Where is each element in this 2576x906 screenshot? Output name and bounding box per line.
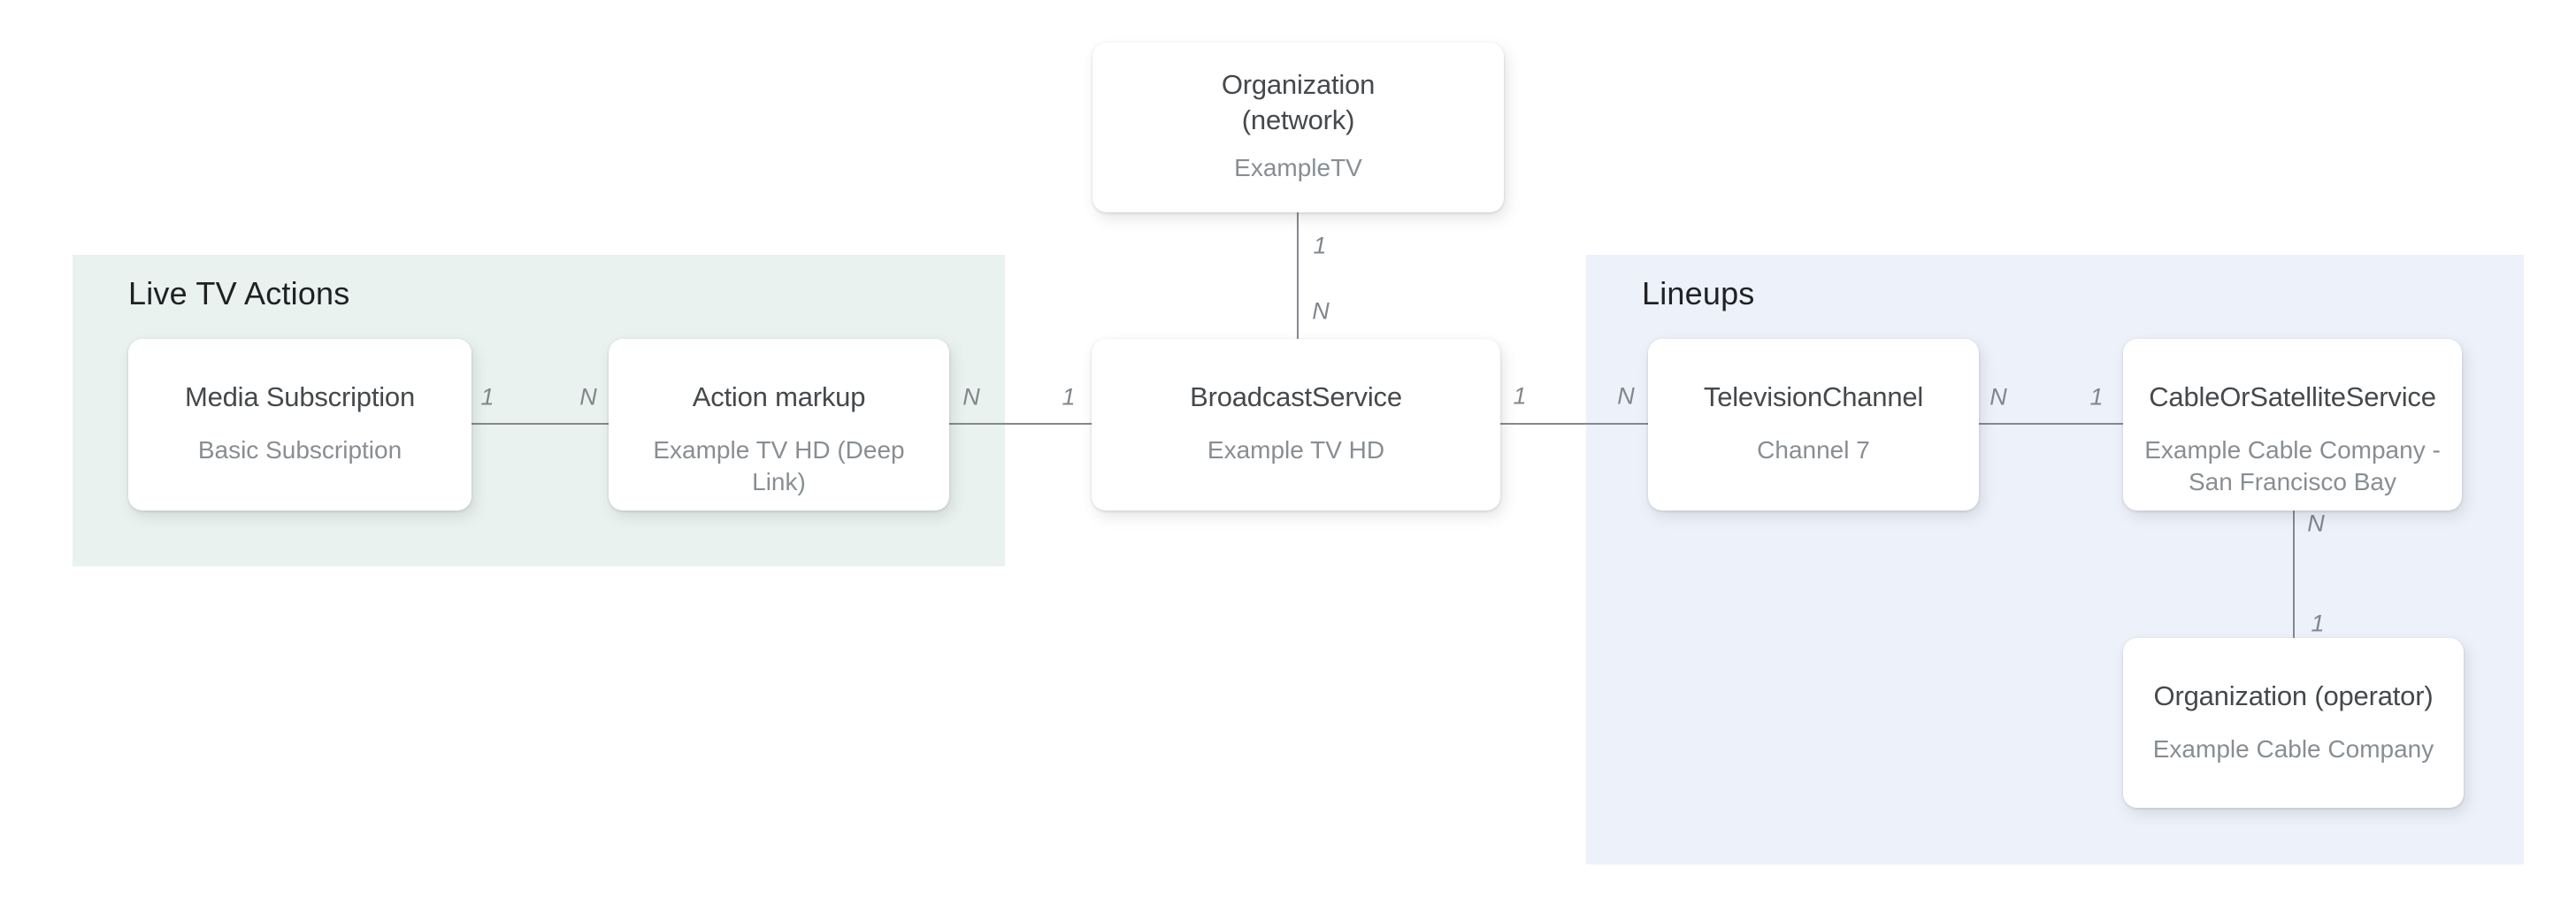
cardinality-label: N: [2307, 510, 2325, 537]
node-cable-or-satellite-service: CableOrSatelliteService Example Cable Co…: [2123, 339, 2462, 511]
node-title: Media Subscription: [184, 381, 416, 412]
cardinality-label: N: [1990, 383, 2007, 411]
region-lineups-title: Lineups: [1642, 275, 1755, 311]
node-subtitle: Channel 7: [1757, 436, 1870, 464]
connector-media-to-action: [472, 423, 609, 425]
connector-action-to-broadcast: [949, 423, 1092, 425]
node-title: CableOrSatelliteService: [2149, 381, 2436, 412]
node-media-subscription: Media Subscription Basic Subscription: [128, 339, 472, 511]
node-organization-network: Organization (network) ExampleTV: [1092, 42, 1504, 212]
cardinality-label: 1: [1062, 383, 1076, 411]
cardinality-label: 1: [2089, 383, 2104, 411]
cardinality-label: N: [1312, 297, 1330, 325]
node-subtitle: Basic Subscription: [197, 436, 402, 464]
node-subtitle: ExampleTV: [1234, 154, 1362, 181]
region-live-tv-actions-title: Live TV Actions: [128, 275, 350, 311]
cardinality-label: 1: [480, 383, 494, 411]
cardinality-label: 1: [1313, 232, 1327, 259]
cardinality-label: 1: [1513, 382, 1527, 410]
node-subtitle: Example TV HD: [1207, 436, 1385, 464]
cardinality-label: N: [1617, 382, 1635, 410]
node-title: TelevisionChannel: [1703, 381, 1924, 412]
node-title: Action markup: [692, 381, 866, 412]
cardinality-label: N: [962, 383, 980, 411]
node-title: Organization (operator): [2153, 680, 2434, 711]
node-subtitle: Example TV HD (Deep Link): [653, 436, 905, 495]
node-organization-operator: Organization (operator) Example Cable Co…: [2123, 638, 2464, 808]
connector-broadcast-to-channel: [1498, 423, 1648, 425]
node-broadcast-service: BroadcastService Example TV HD: [1092, 339, 1500, 511]
node-title: Organization (network): [1221, 69, 1376, 135]
connector-cable-to-operator: [2293, 511, 2295, 638]
cardinality-label: 1: [2311, 610, 2325, 637]
node-television-channel: TelevisionChannel Channel 7: [1648, 339, 1979, 511]
cardinality-label: N: [579, 383, 597, 411]
node-subtitle: Example Cable Company: [2152, 735, 2434, 763]
node-subtitle: Example Cable Company - San Francisco Ba…: [2144, 436, 2441, 495]
connector-network-to-broadcast: [1297, 212, 1299, 339]
connector-channel-to-cable: [1979, 423, 2123, 425]
node-title: BroadcastService: [1190, 381, 1402, 412]
node-action-markup: Action markup Example TV HD (Deep Link): [609, 339, 949, 511]
